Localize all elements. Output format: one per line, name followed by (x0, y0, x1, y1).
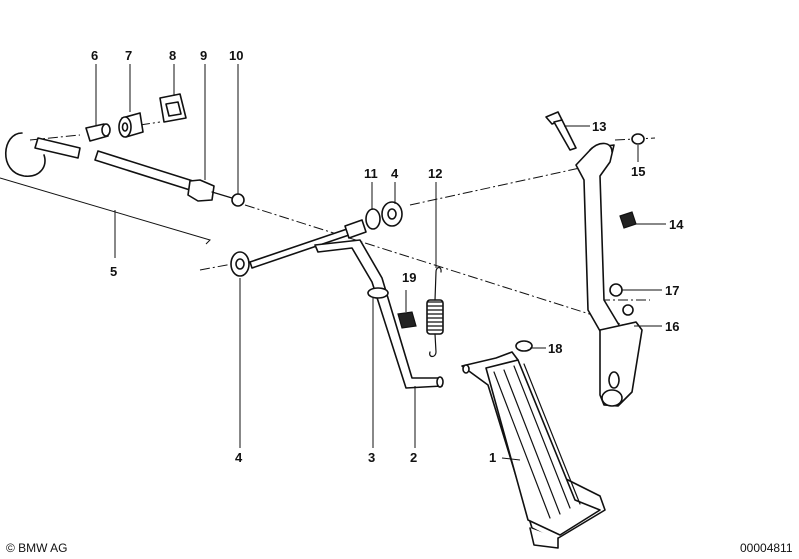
callout-3: 3 (368, 450, 375, 465)
callout-8: 8 (169, 48, 176, 63)
callout-16: 16 (665, 319, 679, 334)
callout-1: 1 (489, 450, 496, 465)
callout-13: 13 (592, 119, 606, 134)
callout-2: 2 (410, 450, 417, 465)
callout-4-bottom: 4 (235, 450, 243, 465)
callout-10: 10 (229, 48, 243, 63)
callout-15: 15 (631, 164, 645, 179)
callout-14: 14 (669, 217, 684, 232)
diagram-number: 00004811 (740, 541, 793, 555)
bowden-cable (0, 132, 245, 258)
callout-5: 5 (110, 264, 117, 279)
callout-7: 7 (125, 48, 132, 63)
callout-labels: 6 7 8 9 10 5 11 4 12 19 4 3 2 1 13 15 14… (91, 48, 684, 465)
callout-4-top: 4 (391, 166, 399, 181)
callout-17: 17 (665, 283, 679, 298)
copyright-text: © BMW AG (6, 541, 68, 555)
callout-9: 9 (200, 48, 207, 63)
callout-19: 19 (402, 270, 416, 285)
accelerator-pedal (461, 340, 606, 549)
cable-bushings (85, 93, 187, 142)
callout-11: 11 (364, 166, 378, 181)
leader-lines (95, 64, 666, 461)
throttle-lever (545, 111, 645, 407)
callout-18: 18 (548, 341, 562, 356)
callout-12: 12 (428, 166, 442, 181)
pedal-shaft (230, 201, 444, 389)
callout-6: 6 (91, 48, 98, 63)
center-lines (29, 121, 656, 331)
